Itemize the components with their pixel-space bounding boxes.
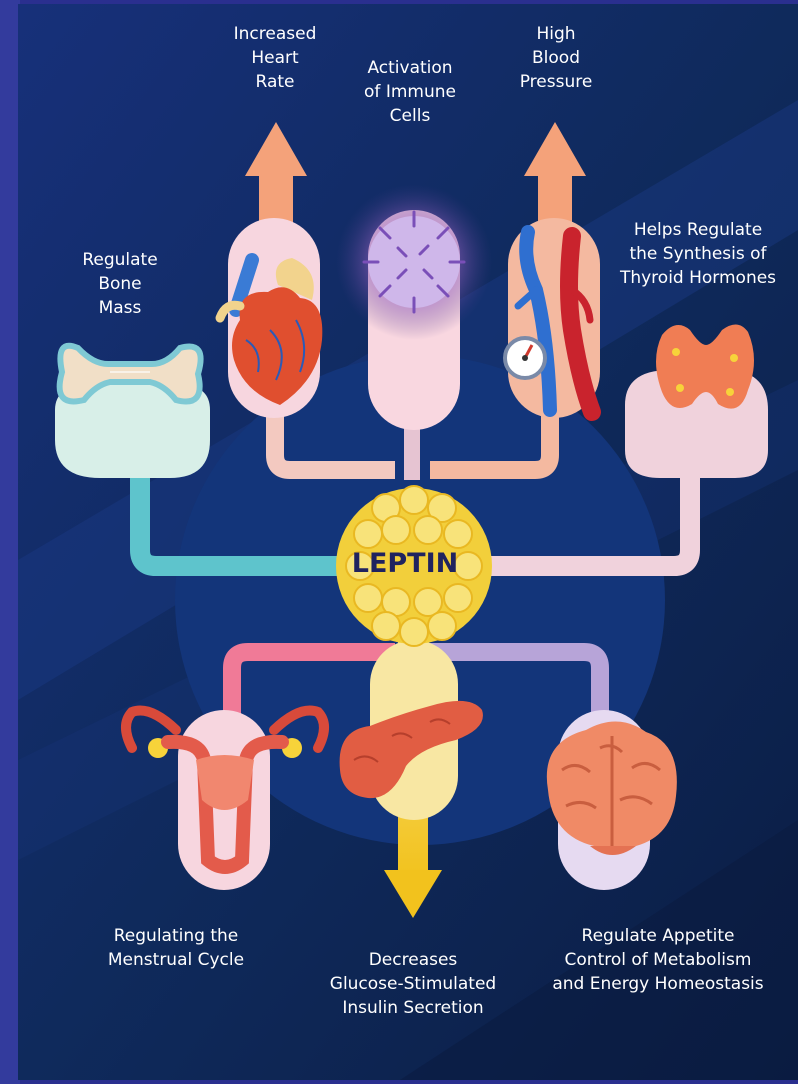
pressure-gauge-icon [505,338,545,378]
immune-cell-icon [336,184,492,340]
center-title-leptin: LEPTIN [340,548,470,579]
